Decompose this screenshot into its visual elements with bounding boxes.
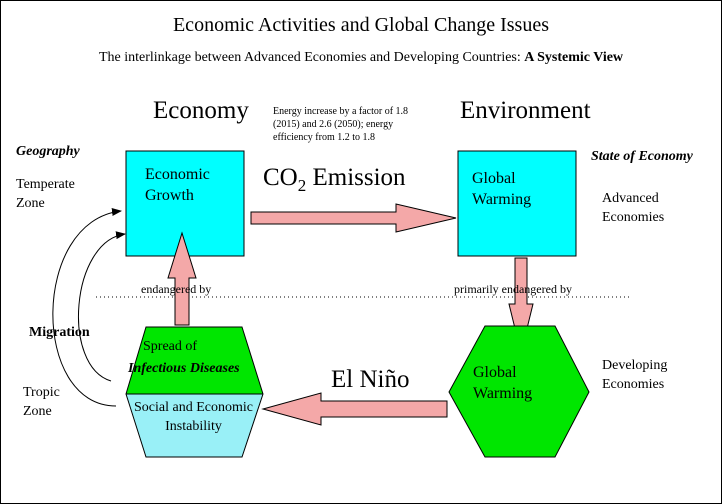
subtitle-prefix: The interlinkage between Advanced Econom… xyxy=(98,50,525,65)
primarily-endangered-by-label: primarily endangered by xyxy=(454,282,572,296)
environment-heading: Environment xyxy=(460,97,591,124)
energy-note: Energy increase by a factor of 1.8 (2015… xyxy=(273,106,409,143)
el-nino-arrow xyxy=(261,392,448,426)
developing-economies-label: Developing Economies xyxy=(602,358,668,392)
migration-label: Migration xyxy=(29,325,90,340)
disease-hexagon-bottom xyxy=(126,394,263,457)
el-nino-label: El Niño xyxy=(331,366,410,393)
state-of-economy-heading: State of Economy xyxy=(591,149,693,164)
economic-growth-label: Economic Growth xyxy=(145,166,210,204)
migration-curve-inner xyxy=(77,231,126,382)
temperate-zone-label: Temperate Zone xyxy=(16,177,75,211)
co2-emission-arrow xyxy=(250,203,457,233)
disease-hexagon-top xyxy=(126,327,263,394)
economic-growth-box xyxy=(125,150,245,257)
geography-heading: Geography xyxy=(16,144,80,159)
global-warming-box xyxy=(457,150,577,257)
economy-heading: Economy xyxy=(153,97,249,124)
migration-curve-outer xyxy=(52,208,122,407)
global-warming-top-label: Global Warming xyxy=(472,170,532,208)
page-title: Economic Activities and Global Change Is… xyxy=(172,14,550,36)
page-subtitle: The interlinkage between Advanced Econom… xyxy=(1,50,721,66)
endangered-by-label: endangered by xyxy=(141,282,212,296)
instability-label: Social and Economic Instability xyxy=(134,400,253,434)
co2-emission-label: CO2 Emission xyxy=(263,164,406,196)
subtitle-emphasis: A Systemic View xyxy=(524,50,624,65)
tropic-zone-label: Tropic Zone xyxy=(23,385,60,419)
co2-subscript: 2 xyxy=(297,176,307,195)
co2-prefix: CO xyxy=(263,164,298,191)
global-warming-bottom-label: Global Warming xyxy=(473,364,533,402)
spread-of-label: Spread of xyxy=(143,339,198,354)
co2-suffix: Emission xyxy=(306,164,406,191)
advanced-economies-label: Advanced Economies xyxy=(602,191,665,225)
global-warming-hexagon xyxy=(448,325,590,458)
diseases-up-arrow xyxy=(167,231,197,326)
infectious-diseases-label: Infectious Diseases xyxy=(128,361,240,376)
